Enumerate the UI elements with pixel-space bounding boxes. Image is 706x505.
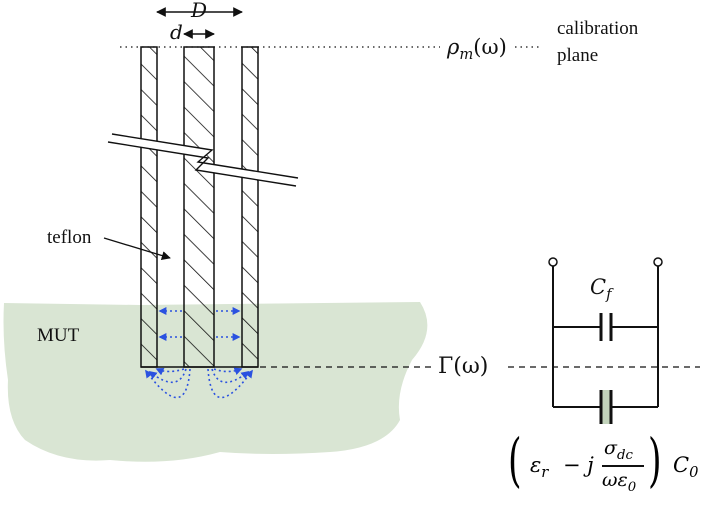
cf-symbol: C (590, 275, 607, 299)
gamma-label: Γ(ω) (438, 354, 489, 379)
formula-denominator: ωε0 (602, 469, 636, 495)
outer-conductor-right (241, 46, 259, 368)
formula-minus-j: − j (563, 453, 594, 477)
break-mark (107, 133, 299, 187)
c0-subscript: 0 (689, 464, 699, 482)
inner-diameter-label: d (170, 20, 183, 44)
formula-fraction-bar (602, 465, 644, 467)
teflon-pointer (103, 237, 171, 260)
eps-symbol: ε (530, 453, 542, 477)
formula-right-paren: ) (648, 426, 662, 494)
mut-region (3, 302, 428, 462)
calibration-label-line2: plane (557, 45, 599, 66)
teflon-label: teflon (47, 227, 92, 248)
rho-subscript: m (459, 46, 474, 64)
equivalent-circuit (548, 257, 663, 424)
formula-eps: εr (530, 453, 548, 481)
calibration-label-line1: calibration (557, 18, 639, 39)
eps-subscript: r (541, 464, 549, 482)
mut-label: MUT (37, 325, 80, 346)
cf-label: Cf (590, 277, 612, 303)
c0-symbol: C (673, 453, 690, 477)
rho-label: ρm(ω) (447, 37, 507, 63)
sigma-symbol: σ (604, 437, 617, 459)
cf-subscript: f (606, 286, 612, 304)
omega-eps-subscript: 0 (627, 479, 637, 495)
outer-conductor-left (140, 46, 158, 368)
formula-c0: C0 (673, 453, 698, 481)
terminal-left (548, 257, 558, 267)
c0-formula: ( εr − j σdc ωε0 ) C0 (508, 431, 704, 503)
rho-argument: (ω) (473, 35, 507, 59)
formula-numerator: σdc (604, 437, 633, 463)
coaxial-probe (140, 46, 259, 368)
sigma-subscript: dc (616, 447, 633, 463)
rho-symbol: ρ (447, 35, 460, 59)
c0-dielectric (601, 390, 611, 424)
formula-left-paren: ( (508, 426, 522, 494)
inner-conductor (183, 46, 215, 368)
outer-diameter-label: D (191, 0, 208, 22)
terminal-right (653, 257, 663, 267)
omega-eps-symbol: ωε (602, 469, 628, 491)
field-lines (145, 307, 253, 399)
